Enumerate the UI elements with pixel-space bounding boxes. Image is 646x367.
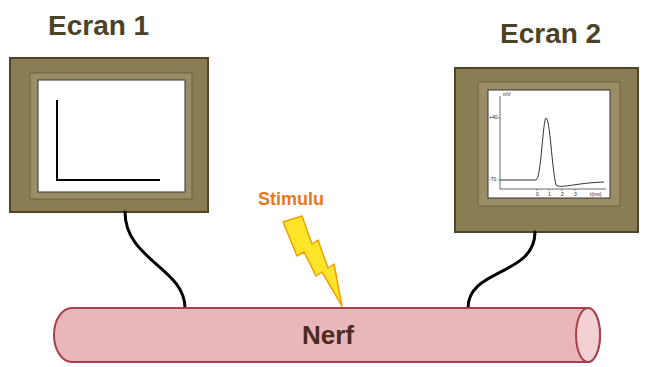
oscilloscope-screen: Ecran 2: [455, 68, 638, 232]
axis-value: 2: [561, 192, 564, 197]
axis-title: t(ms): [590, 192, 601, 197]
axis-unit: mV: [503, 92, 511, 97]
screen-1-frame: [10, 58, 208, 212]
axis-value: 1: [548, 192, 551, 197]
screen-2-frame: [455, 68, 638, 232]
axis-value: 3: [574, 192, 577, 197]
screen-title: Ecran 2: [500, 20, 601, 48]
electrode-wire: [125, 212, 185, 308]
axis-value: 0: [536, 192, 539, 197]
screen-title: Ecran 1: [48, 12, 149, 40]
electrode-wire: [468, 232, 535, 308]
nerve-label: Nerf: [302, 322, 354, 348]
nerve-cylinder: Nerf: [52, 306, 604, 364]
stimulus-label: Stimulu: [258, 190, 324, 208]
stimulus-bolt: [283, 216, 342, 306]
axis-value: -70: [489, 177, 496, 182]
axis-value: +40: [489, 115, 497, 120]
oscilloscope-screen: Ecran 1: [10, 58, 208, 212]
